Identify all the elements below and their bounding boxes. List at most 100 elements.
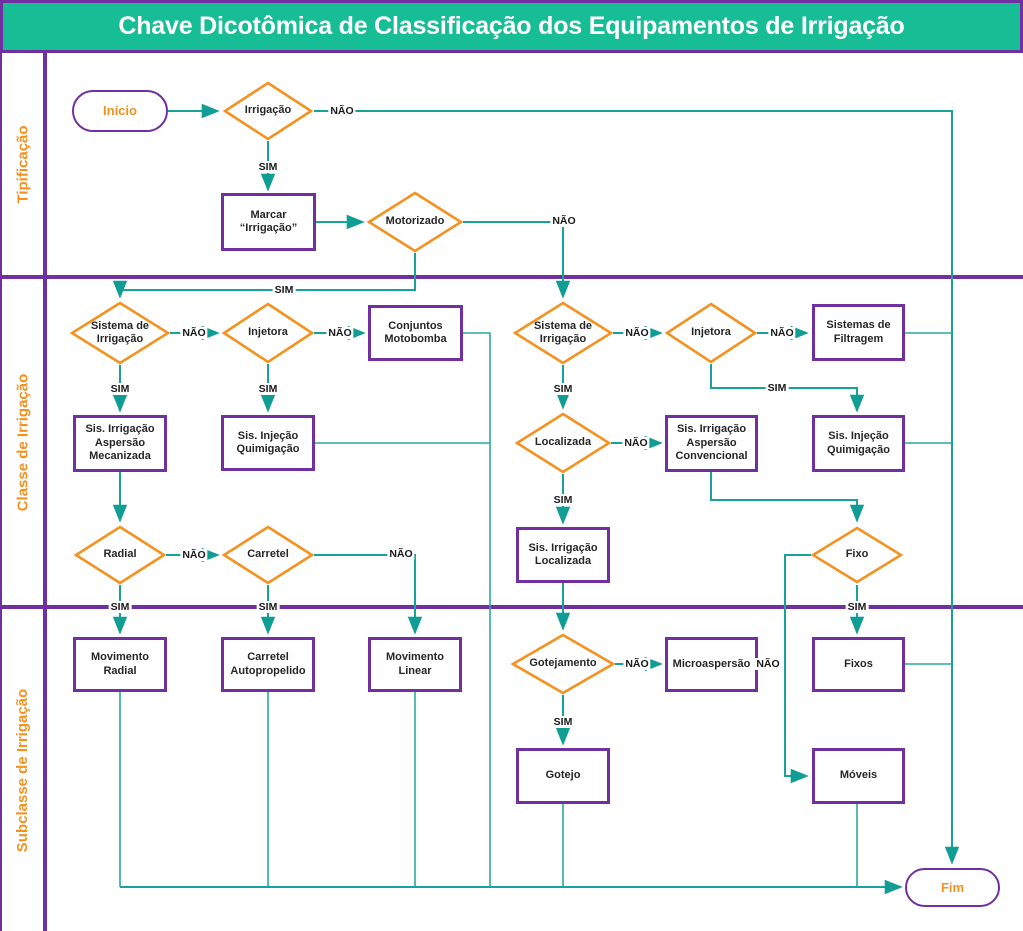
start-node: Início (72, 90, 168, 132)
decision-injetora-dir-label: Injetora (691, 326, 731, 339)
lane-label-divider (43, 52, 47, 931)
process-filtragem: Sistemas de Filtragem (812, 304, 905, 361)
decision-carretel-shape (222, 525, 314, 585)
process-asp-convencional-label: Sis. Irrigação Aspersão Convencional (675, 423, 748, 463)
edge-label-nao-motorizado: NÃO (550, 215, 578, 227)
decision-irrigacao: Irrigação (223, 81, 313, 141)
title-bar: Chave Dicotômica de Classificação dos Eq… (0, 0, 1023, 53)
decision-injetora-esq-label: Injetora (248, 326, 288, 339)
process-gotejo-label: Gotejo (545, 769, 581, 782)
decision-radial-label: Radial (103, 548, 137, 561)
process-mov-linear: Movimento Linear (368, 637, 462, 692)
process-autopropelido-label: Carretel Autopropelido (230, 651, 306, 677)
process-quimigacao-esq-label: Sis. Injeção Quimigação (236, 429, 300, 455)
edge-label-sim-injetora-dir: SIM (765, 382, 789, 394)
decision-gotejamento-shape (511, 633, 615, 695)
edge-label-sim-sistema-dir: SIM (551, 383, 575, 395)
edge-label-sim-radial: SIM (108, 601, 132, 613)
edge-label-nao-carretel: NÃO (387, 548, 415, 560)
process-marcar: Marcar “Irrigação” (221, 193, 316, 251)
edge-label-nao-localizada: NÃO (622, 437, 650, 449)
process-fixos: Fixos (812, 637, 905, 692)
decision-sistema-esq-shape (70, 301, 170, 365)
decision-fixo-label: Fixo (845, 548, 869, 561)
page-title: Chave Dicotômica de Classificação dos Eq… (118, 12, 905, 40)
edge-label-nao-injetora-dir: NÃO (768, 327, 796, 339)
decision-irrigacao-shape (223, 81, 313, 141)
process-asp-convencional: Sis. Irrigação Aspersão Convencional (665, 415, 758, 472)
edge-label-nao-fixo: NÃO (754, 658, 782, 670)
edge-label-nao-injetora-esq: NÃO (326, 327, 354, 339)
decision-sistema-dir: Sistema de Irrigação (513, 301, 613, 365)
process-filtragem-label: Sistemas de Filtragem (826, 319, 891, 345)
decision-localizada: Localizada (515, 412, 611, 474)
decision-localizada-shape (515, 412, 611, 474)
edge-fixo-nao-moveis (784, 554, 811, 784)
process-autopropelido: Carretel Autopropelido (221, 637, 315, 692)
process-asp-mecanizada-label: Sis. Irrigação Aspersão Mecanizada (85, 423, 155, 463)
edge-label-nao-gotejamento: NÃO (623, 658, 651, 670)
decision-injetora-esq-shape (222, 302, 314, 364)
edge-label-nao-sistema-dir: NÃO (623, 327, 651, 339)
end-node-label: Fim (940, 879, 965, 895)
decision-sistema-dir-label: Sistema de Irrigação (533, 319, 593, 345)
edge-label-nao-radial: NÃO (180, 549, 208, 561)
decision-localizada-label: Localizada (534, 436, 592, 449)
process-fixos-label: Fixos (844, 657, 873, 670)
process-conjuntos: Conjuntos Motobomba (368, 305, 463, 361)
decision-motorizado: Motorizado (367, 191, 463, 253)
process-quimigacao-dir: Sis. Injeção Quimigação (812, 415, 905, 472)
end-node: Fim (905, 868, 1000, 907)
decision-motorizado-label: Motorizado (385, 215, 445, 228)
decision-sistema-esq-label: Sistema de Irrigação (90, 319, 150, 345)
edge-carretel-nao-linear (314, 554, 423, 635)
edge-motorizado-nao-sistema-dir (463, 221, 571, 299)
decision-sistema-dir-shape (513, 301, 613, 365)
decision-injetora-dir: Injetora (665, 302, 757, 364)
decision-fixo-shape (811, 526, 903, 584)
edge-convencional-fixo (710, 472, 865, 523)
start-node-label: Início (103, 103, 137, 119)
decision-gotejamento-label: Gotejamento (529, 657, 597, 670)
decision-gotejamento: Gotejamento (511, 633, 615, 695)
lane-divider-2 (0, 605, 1023, 609)
edge-label-sim-irrigacao: SIM (256, 161, 280, 173)
edge-label-sim-fixo: SIM (845, 601, 869, 613)
process-sis-localizada: Sis. Irrigação Localizada (516, 527, 610, 583)
decision-radial-shape (74, 525, 166, 585)
decision-carretel-label: Carretel (247, 548, 289, 561)
process-asp-mecanizada: Sis. Irrigação Aspersão Mecanizada (73, 415, 167, 472)
process-mov-linear-label: Movimento Linear (385, 651, 445, 677)
edge-label-sim-motorizado: SIM (272, 284, 296, 296)
process-moveis: Móveis (812, 748, 905, 804)
process-mov-radial-label: Movimento Radial (90, 651, 150, 677)
lane-left-border (0, 52, 2, 931)
process-quimigacao-esq: Sis. Injeção Quimigação (221, 415, 315, 471)
decision-injetora-esq: Injetora (222, 302, 314, 364)
edge-label-nao-irrigacao: NÃO (328, 105, 356, 117)
decision-carretel: Carretel (222, 525, 314, 585)
process-microaspersao-label: Microaspersão (672, 657, 751, 670)
edge-label-sim-carretel: SIM (256, 601, 280, 613)
decision-irrigacao-label: Irrigação (244, 104, 292, 117)
edge-motorizado-sim-sistema-esq (112, 253, 416, 299)
edge-irrigacao-nao-fim (314, 110, 960, 865)
process-microaspersao: Microaspersão (665, 637, 758, 692)
process-marcar-label: Marcar “Irrigação” (239, 208, 298, 234)
process-moveis-label: Móveis (839, 769, 878, 782)
process-conjuntos-label: Conjuntos Motobomba (384, 319, 447, 345)
edge-label-sim-localizada: SIM (551, 494, 575, 506)
decision-sistema-esq: Sistema de Irrigação (70, 301, 170, 365)
lane-divider-1 (0, 275, 1023, 279)
process-gotejo: Gotejo (516, 748, 610, 804)
edge-label-sim-gotejamento: SIM (551, 716, 575, 728)
decision-fixo: Fixo (811, 526, 903, 584)
edge-conjuntos-collector (463, 332, 491, 887)
process-quimigacao-dir-label: Sis. Injeção Quimigação (827, 430, 890, 456)
decision-radial: Radial (74, 525, 166, 585)
edge-label-nao-sistema-esq: NÃO (180, 327, 208, 339)
process-sis-localizada-label: Sis. Irrigação Localizada (528, 541, 598, 567)
process-mov-radial: Movimento Radial (73, 637, 167, 692)
